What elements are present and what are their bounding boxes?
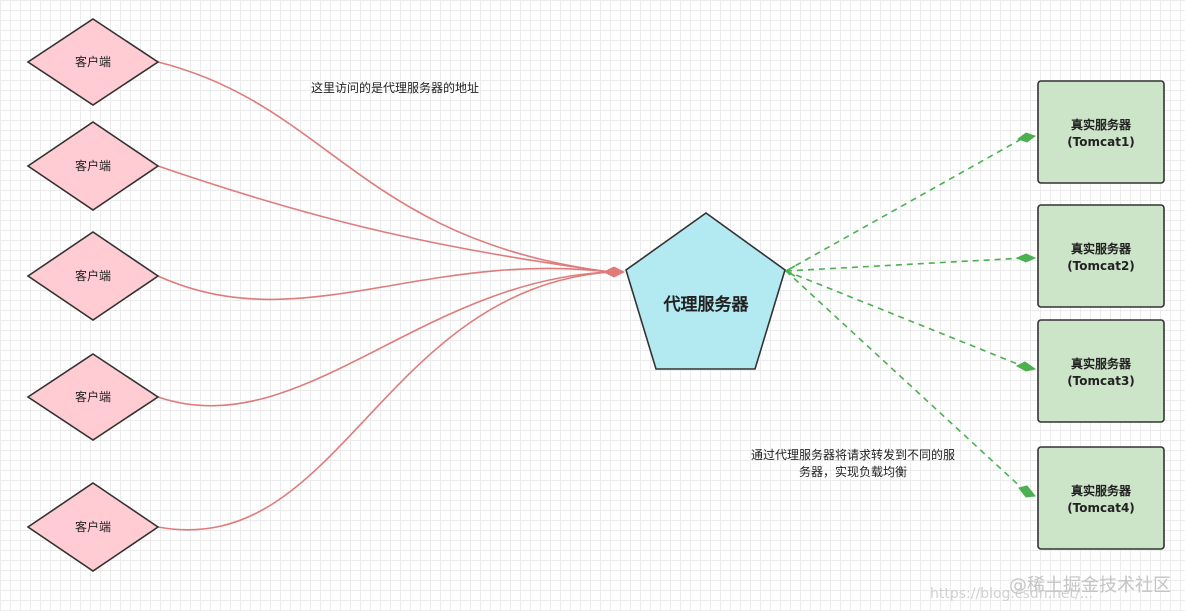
real-server-node[interactable]: 真实服务器 (Tomcat3) [1037,319,1165,423]
edge-arrowhead-diamond [602,266,626,278]
edge-client-4-to-proxy [157,271,611,407]
client-label: 客户端 [75,54,111,69]
proxy-arrow-marker [784,265,796,277]
client-diamond-shape [26,482,160,572]
server-3-connector-diamond [1015,361,1037,372]
edge-proxy-to-server-2 [785,257,1026,272]
client-diamond-shape [26,231,160,321]
server-subtitle: (Tomcat4) [1067,501,1135,515]
client-diamond-shape [26,18,160,106]
client-node[interactable]: 客户端 [26,482,160,572]
server-4-connector-diamond [1018,485,1036,498]
client-label: 客户端 [75,158,111,173]
proxy-address-note: 这里访问的是代理服务器的地址 [310,81,479,95]
edge-client-1-to-proxy [157,61,611,273]
client-label: 客户端 [75,519,111,534]
server-title: 真实服务器 [1071,241,1132,256]
real-server-node[interactable]: 真实服务器 (Tomcat1) [1037,80,1165,184]
client-node[interactable]: 客户端 [26,18,160,106]
server-box-shape [1037,446,1165,550]
client-node[interactable]: 客户端 [26,121,160,211]
edge-proxy-to-server-3 [785,270,1026,368]
proxy-label: 代理服务器 [663,294,750,315]
server-subtitle: (Tomcat1) [1067,135,1135,149]
server-box-shape [1037,204,1165,308]
edge-client-5-to-proxy [157,271,611,531]
server-title: 真实服务器 [1071,483,1132,498]
server-subtitle: (Tomcat2) [1067,259,1135,273]
real-server-node[interactable]: 真实服务器 (Tomcat2) [1037,204,1165,308]
edge-client-3-to-proxy [157,267,611,301]
load-balance-note: 通过代理服务器将请求转发到不同的服 务器，实现负载均衡 [735,447,971,481]
server-1-connector-diamond [1016,132,1037,143]
client-edges [157,61,611,531]
client-diamond-shape [26,353,160,441]
juejin-watermark: @稀土掘金技术社区 [1009,575,1171,596]
server-box-shape [1037,80,1165,184]
url-watermark: https://blog.csdn.net/... [930,586,1094,602]
real-server-node[interactable]: 真实服务器 (Tomcat4) [1037,446,1165,550]
server-box-shape [1037,319,1165,423]
edge-client-2-to-proxy [157,165,611,273]
server-title: 真实服务器 [1071,356,1132,371]
client-node[interactable]: 客户端 [26,231,160,321]
proxy-server-node[interactable]: 代理服务器 [625,212,786,370]
server-subtitle: (Tomcat3) [1067,374,1135,388]
load-balance-note-line-2: 务器，实现负载均衡 [798,465,907,479]
server-title: 真实服务器 [1071,117,1132,132]
client-label: 客户端 [75,389,111,404]
load-balance-note-line-1: 通过代理服务器将请求转发到不同的服 [750,448,955,462]
client-diamond-shape [26,121,160,211]
proxy-pentagon-shape [625,212,786,370]
client-label: 客户端 [75,268,111,283]
client-node[interactable]: 客户端 [26,353,160,441]
server-edges [785,136,1026,492]
edge-proxy-to-server-1 [785,136,1026,272]
server-2-connector-diamond [1015,253,1037,263]
